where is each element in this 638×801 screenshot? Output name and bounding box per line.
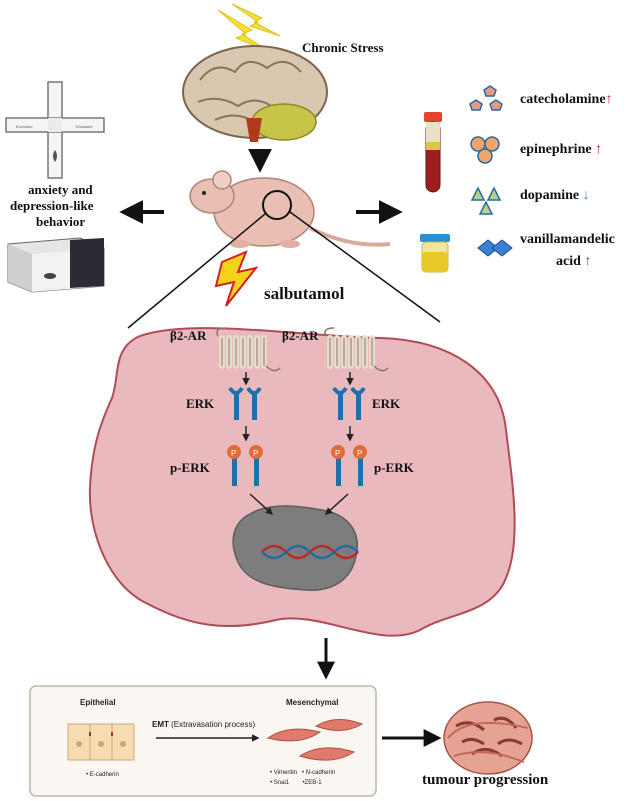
open-field-box-icon [7, 237, 105, 293]
epithelial-title: Epithelial [80, 698, 116, 707]
tumour-mass-icon [443, 701, 533, 775]
beta2-receptor-right [324, 327, 389, 372]
perk-protein-right: P P [331, 445, 367, 486]
marker-epinephrine: epinephrine ↑ [520, 142, 603, 157]
dna-helix-icon [261, 544, 359, 560]
arrow-down-icon: ↓ [582, 188, 590, 203]
stress-lightning-icon [217, 3, 281, 53]
emt-process-label: EMT (Extravasation process) [152, 720, 256, 729]
behavior-line-3: behavior [36, 214, 86, 229]
arrow-perk-nucleus-right [324, 493, 349, 516]
erk-label-left: ERK [186, 396, 215, 411]
perk-protein-left: P P [227, 445, 263, 486]
emt-panel [29, 685, 377, 797]
urine-cup-icon [420, 234, 450, 273]
marker-vanillamandelic-line-2: acid ↑ [556, 254, 592, 269]
phospho-label: P [335, 449, 340, 458]
mesenchymal-markers-line-1: • Vimentin • N-cadherin [270, 770, 336, 776]
epinephrine-icon [470, 136, 500, 164]
dopamine-icon [470, 186, 502, 215]
salbutamol-label: salbutamol [264, 284, 345, 303]
receptor-label-right: β2-AR [282, 328, 319, 343]
phospho-label: P [357, 449, 362, 458]
perk-label-right: p-ERK [374, 460, 414, 475]
arrow-perk-nucleus-left [249, 493, 274, 516]
epithelial-marker: • E-cadherin [86, 772, 119, 778]
plus-maze-icon: Enclosed Enclosed [5, 81, 105, 179]
marker-dopamine: dopamine ↓ [520, 188, 590, 203]
nucleus [232, 505, 358, 591]
erk-protein-right [332, 386, 366, 420]
perk-label-left: p-ERK [170, 460, 210, 475]
erk-protein-left [228, 386, 262, 420]
receptor-label-left: β2-AR [170, 328, 207, 343]
blood-tube-icon [424, 112, 442, 193]
arrow-up-icon: ↑ [595, 142, 603, 157]
zoom-line-right [289, 211, 441, 323]
mesenchymal-markers-line-2: • Snai1 •ZEB-1 [270, 780, 322, 786]
beta2-receptor-left [216, 327, 281, 372]
mesenchymal-cells-icon [266, 719, 364, 761]
marker-catecholamine: catecholamine↑ [520, 92, 613, 107]
salbutamol-lightning-icon [214, 250, 259, 307]
arrow-up-icon: ↑ [605, 92, 613, 107]
behavior-line-1: anxiety and [28, 182, 93, 197]
phospho-label: P [253, 449, 258, 458]
behavior-line-2: depression-like [10, 198, 94, 213]
brain-icon [182, 45, 328, 142]
marker-vanillamandelic-line-1: vanillamandelic [520, 232, 615, 247]
maze-label-left: Enclosed [16, 124, 32, 129]
erk-label-right: ERK [372, 396, 401, 411]
chronic-stress-label: Chronic Stress [302, 40, 384, 55]
maze-label-right: Enclosed [76, 124, 92, 129]
epithelial-cells-icon [67, 723, 135, 761]
vanillamandelic-acid-icon [477, 239, 513, 257]
arrow-up-icon: ↑ [584, 254, 592, 269]
magnify-circle [262, 190, 292, 220]
cell-body [88, 327, 516, 637]
zoom-line-left [127, 213, 266, 329]
catecholamine-icon [469, 85, 503, 111]
mesenchymal-title: Mesenchymal [286, 698, 339, 707]
phospho-label: P [231, 449, 236, 458]
tumour-progression-label: tumour progression [422, 772, 549, 788]
